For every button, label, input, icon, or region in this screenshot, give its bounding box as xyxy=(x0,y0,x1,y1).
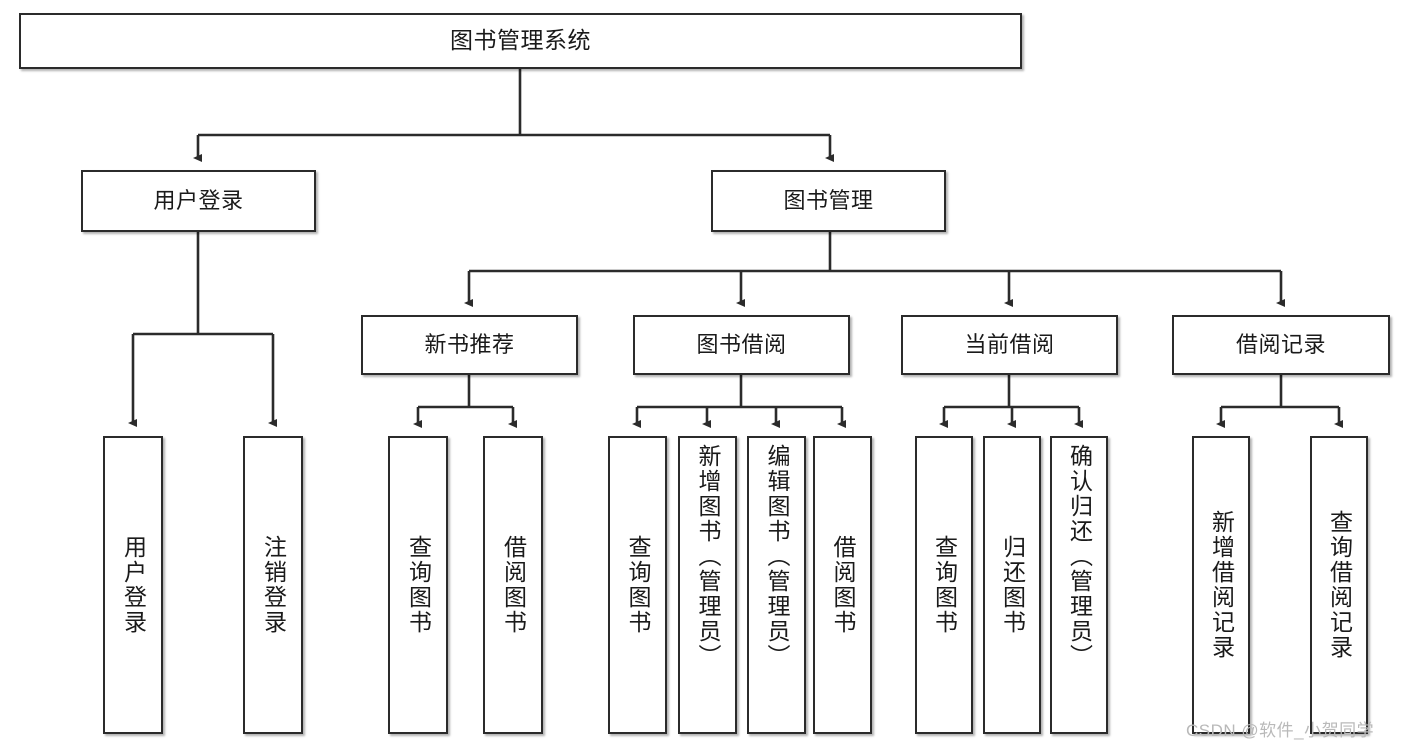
node-leaf-query-book-rec-label: 查询图书 xyxy=(405,535,432,635)
node-leaf-borrow-book-label: 借阅图书 xyxy=(830,535,856,635)
node-borrow-record-label: 借阅记录 xyxy=(1235,332,1326,358)
node-leaf-query-book-cur-label: 查询图书 xyxy=(931,535,958,635)
node-leaf-edit-book-label: 编辑图书（管理员） xyxy=(764,444,790,669)
node-leaf-query-book-borrow-label: 查询图书 xyxy=(625,535,651,635)
node-borrow-record[interactable]: 借阅记录 xyxy=(1172,315,1390,375)
node-leaf-user-logout[interactable]: 注销登录 xyxy=(243,436,303,734)
node-current-borrow-label: 当前借阅 xyxy=(964,332,1055,358)
csdn-watermark: CSDN @软件_小贺同学 xyxy=(1186,721,1375,740)
node-leaf-query-record[interactable]: 查询借阅记录 xyxy=(1310,436,1368,734)
node-leaf-query-book-borrow[interactable]: 查询图书 xyxy=(608,436,667,734)
node-leaf-user-login[interactable]: 用户登录 xyxy=(103,436,163,734)
node-root-label: 图书管理系统 xyxy=(450,27,591,54)
node-leaf-user-logout-label: 注销登录 xyxy=(260,535,287,635)
node-leaf-add-book[interactable]: 新增图书（管理员） xyxy=(678,436,737,734)
node-leaf-confirm-return[interactable]: 确认归还（管理员） xyxy=(1050,436,1108,734)
node-leaf-return-book-label: 归还图书 xyxy=(999,535,1026,635)
node-book-manage[interactable]: 图书管理 xyxy=(711,170,946,232)
node-new-book-rec[interactable]: 新书推荐 xyxy=(361,315,578,375)
node-new-book-rec-label: 新书推荐 xyxy=(424,332,515,358)
node-book-borrow[interactable]: 图书借阅 xyxy=(633,315,850,375)
node-leaf-borrow-book-rec-label: 借阅图书 xyxy=(500,535,527,635)
node-leaf-user-login-label: 用户登录 xyxy=(120,535,147,635)
node-book-borrow-label: 图书借阅 xyxy=(696,332,787,358)
node-leaf-return-book[interactable]: 归还图书 xyxy=(983,436,1041,734)
node-leaf-add-record[interactable]: 新增借阅记录 xyxy=(1192,436,1250,734)
node-leaf-borrow-book[interactable]: 借阅图书 xyxy=(813,436,872,734)
node-current-borrow[interactable]: 当前借阅 xyxy=(901,315,1118,375)
node-user-login[interactable]: 用户登录 xyxy=(81,170,316,232)
node-book-manage-label: 图书管理 xyxy=(783,188,874,214)
node-user-login-label: 用户登录 xyxy=(153,188,244,214)
node-root[interactable]: 图书管理系统 xyxy=(19,13,1022,69)
node-leaf-edit-book[interactable]: 编辑图书（管理员） xyxy=(747,436,806,734)
node-leaf-query-book-cur[interactable]: 查询图书 xyxy=(915,436,973,734)
node-leaf-query-book-rec[interactable]: 查询图书 xyxy=(388,436,448,734)
node-leaf-confirm-return-label: 确认归还（管理员） xyxy=(1066,444,1093,669)
node-leaf-query-record-label: 查询借阅记录 xyxy=(1326,510,1353,660)
node-leaf-add-book-label: 新增图书（管理员） xyxy=(695,444,721,669)
node-leaf-add-record-label: 新增借阅记录 xyxy=(1208,510,1235,660)
node-leaf-borrow-book-rec[interactable]: 借阅图书 xyxy=(483,436,543,734)
